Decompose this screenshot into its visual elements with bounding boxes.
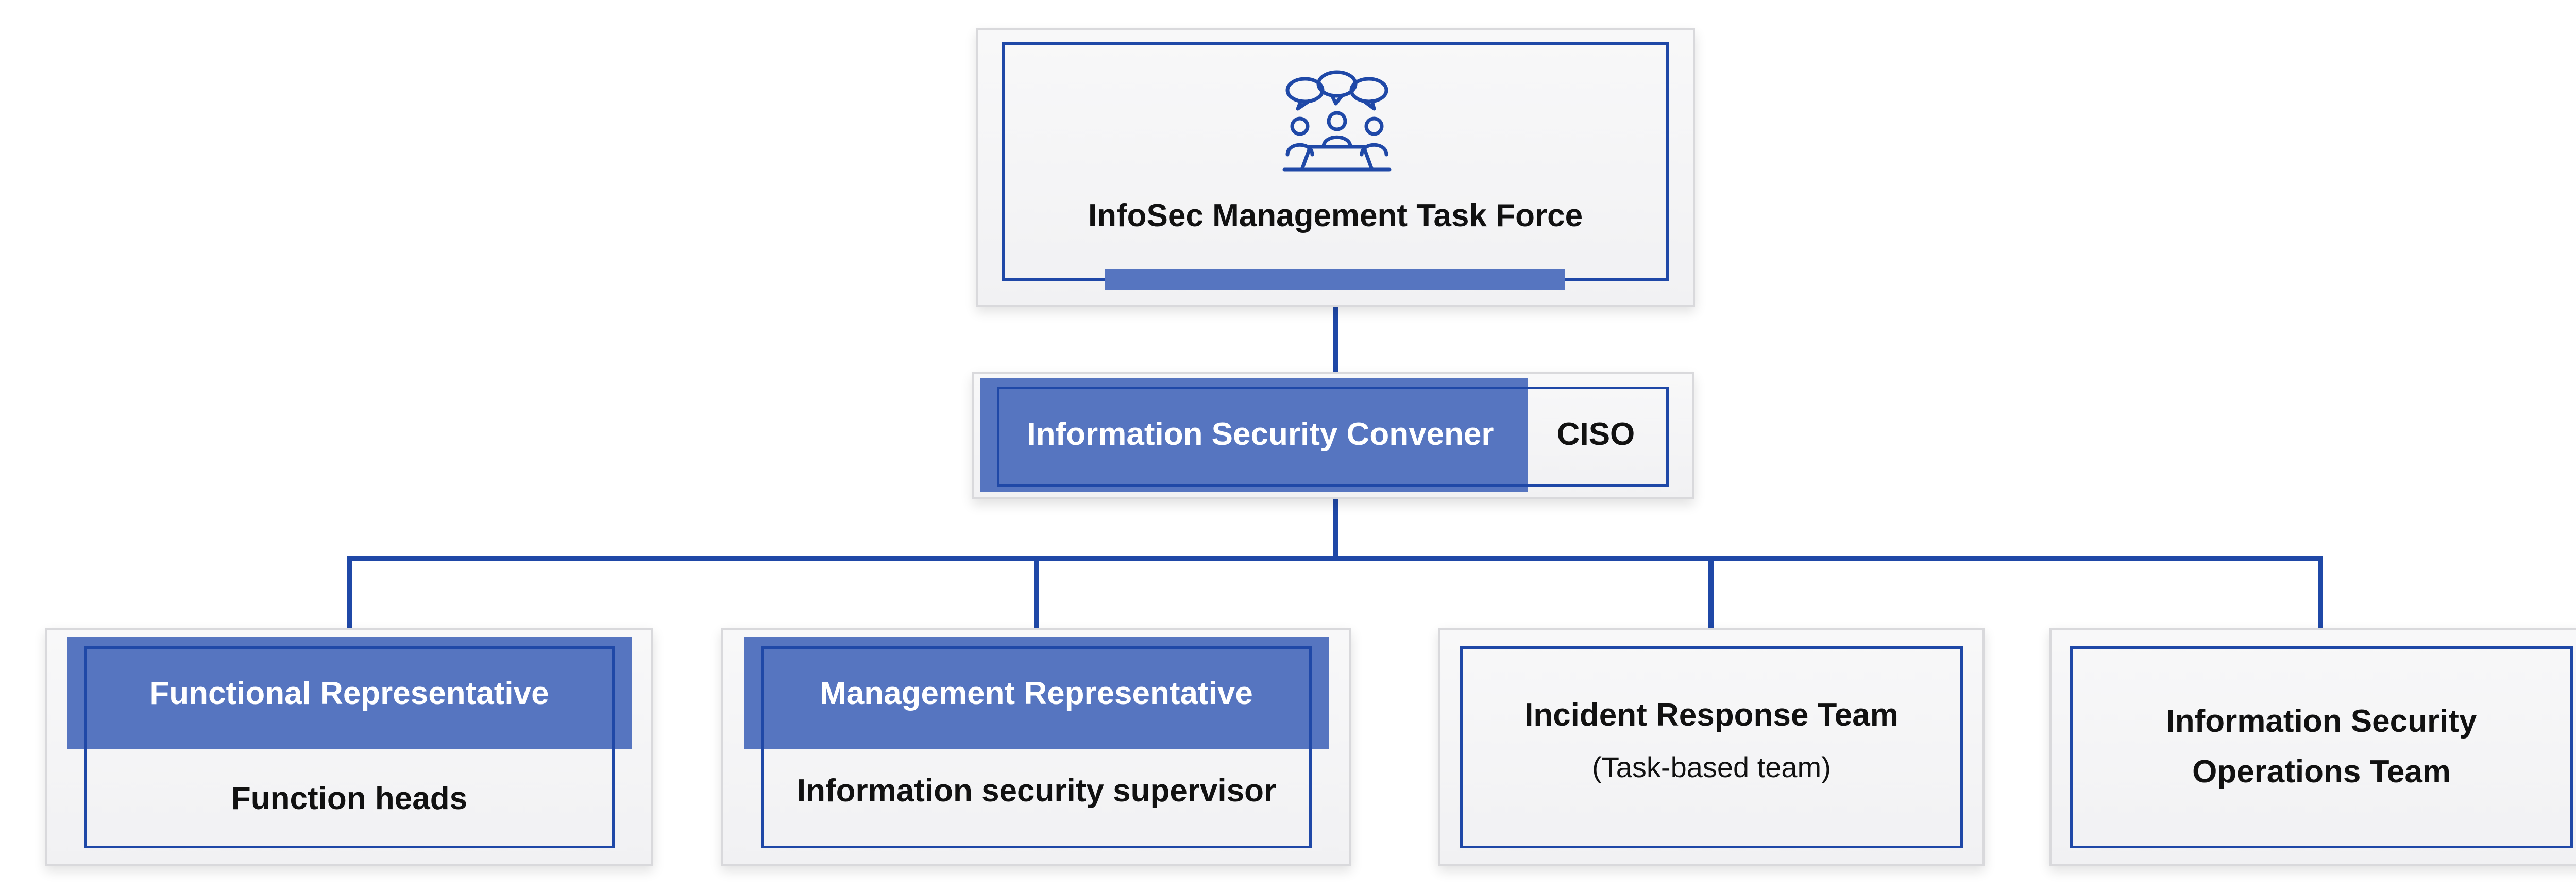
convener-label: Information Security Convener — [1027, 416, 1494, 452]
management-representative-inner-frame — [761, 646, 1312, 848]
management-representative-body: Information security supervisor — [796, 773, 1277, 809]
functional-representative-body: Function heads — [231, 781, 468, 816]
connector-to-functional — [347, 556, 352, 628]
functional-representative-header: Functional Representative — [149, 676, 549, 711]
incident-response-team-title: Incident Response Team — [1524, 697, 1899, 733]
task-force-node — [976, 28, 1695, 307]
connector-to-operations — [2318, 556, 2323, 628]
functional-representative-header-fill — [67, 637, 632, 749]
convener-fill — [980, 378, 1528, 492]
connector-horizontal-bus — [347, 556, 2323, 561]
information-security-operations-team-node — [2049, 628, 2576, 866]
task-force-title: InfoSec Management Task Force — [1088, 198, 1583, 233]
management-representative-header: Management Representative — [820, 676, 1253, 711]
connector-convener-to-bus — [1333, 499, 1338, 559]
connector-to-incident — [1708, 556, 1714, 628]
incident-response-team-subtitle: (Task-based team) — [1592, 751, 1831, 783]
functional-representative-inner-frame — [84, 646, 615, 848]
connector-to-management — [1034, 556, 1039, 628]
information-security-operations-team-title-line2: Operations Team — [2192, 754, 2451, 790]
meeting-group-icon — [1280, 70, 1394, 173]
convener-role: CISO — [1556, 416, 1635, 452]
convener-inner-frame — [997, 387, 1669, 487]
incident-response-team-inner-frame — [1460, 646, 1963, 848]
incident-response-team-node — [1438, 628, 1985, 866]
management-representative-header-fill — [744, 637, 1329, 749]
task-force-accent-bar — [1105, 269, 1565, 290]
connector-top-to-convener — [1333, 307, 1338, 372]
information-security-operations-team-inner-frame — [2070, 646, 2573, 848]
information-security-operations-team-title-line1: Information Security — [2166, 703, 2477, 739]
